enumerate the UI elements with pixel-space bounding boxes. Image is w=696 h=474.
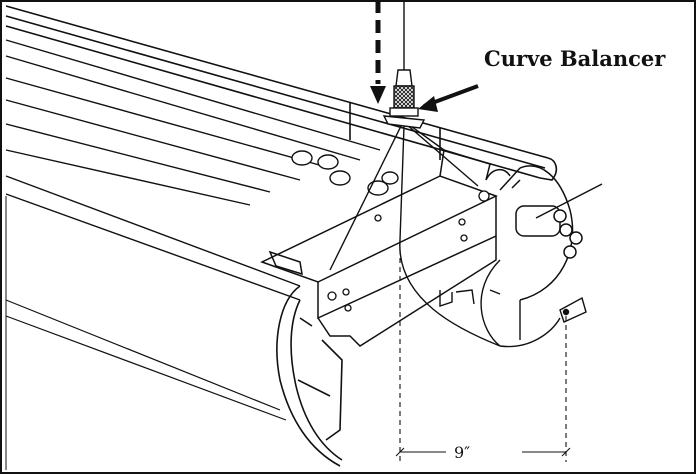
lower-tabs	[439, 289, 501, 307]
end-cap	[499, 165, 603, 301]
dimension-label: 9″	[454, 443, 470, 462]
curve-balancer	[382, 69, 426, 129]
reflector-end	[276, 285, 343, 467]
bracket-holes	[327, 190, 490, 312]
callout-arrow	[418, 84, 479, 112]
ballast-bracket	[260, 149, 511, 347]
dimension-lines	[395, 240, 571, 462]
knockouts	[291, 150, 399, 196]
fixture-housing	[5, 39, 381, 470]
callout-label: Curve Balancer	[484, 46, 666, 71]
dashed-down-arrow	[370, 0, 386, 104]
